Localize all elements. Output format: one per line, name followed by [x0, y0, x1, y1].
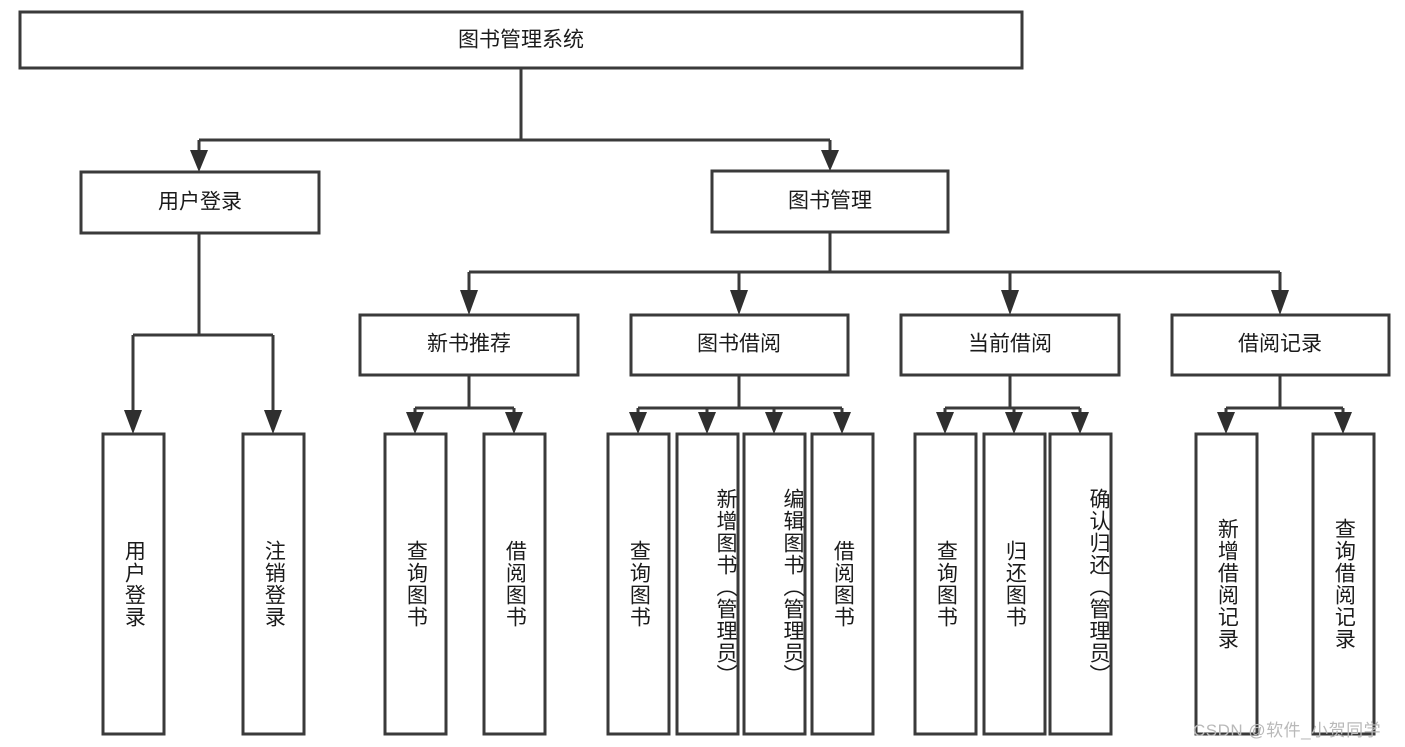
connector-group-borrow-record — [1217, 375, 1352, 434]
arrowhead-leaf-logout — [264, 410, 282, 434]
leaf-box-query-book-nbr[interactable] — [383, 432, 448, 736]
node-new-book-recommend[interactable]: 新书推荐 — [358, 313, 580, 377]
node-label-new-book-recommend: 新书推荐 — [427, 333, 511, 356]
connector-group-current-borrow — [936, 375, 1089, 434]
arrowhead-current-borrow — [1001, 290, 1019, 315]
arrowhead-book-borrow — [730, 290, 748, 315]
arrowhead-br-leaf-2 — [1334, 412, 1352, 434]
node-label-root: 图书管理系统 — [458, 29, 584, 52]
leaf-box-borrow-book-bb[interactable] — [810, 432, 875, 736]
node-box-root[interactable] — [18, 10, 1024, 70]
arrowhead-bb-leaf-3 — [765, 412, 783, 434]
leaf-box-group — [101, 432, 1376, 736]
leaf-box-user-login[interactable] — [101, 432, 166, 736]
node-box-current-borrow[interactable] — [899, 313, 1121, 377]
csdn-watermark: CSDN @软件_小贺同学 — [1193, 721, 1382, 740]
node-borrow-record[interactable]: 借阅记录 — [1170, 313, 1391, 377]
arrowhead-bb-leaf-1 — [629, 412, 647, 434]
arrowhead-cb-leaf-3 — [1071, 412, 1089, 434]
arrowhead-br-leaf-1 — [1217, 412, 1235, 434]
arrowhead-user-login — [190, 150, 208, 172]
leaf-box-query-book-bb[interactable] — [606, 432, 671, 736]
node-label-borrow-record: 借阅记录 — [1238, 333, 1322, 356]
node-box-new-book-recommend[interactable] — [358, 313, 580, 377]
leaf-box-return-book[interactable] — [982, 432, 1047, 736]
leaf-box-add-book-admin[interactable] — [675, 432, 740, 736]
node-current-borrow[interactable]: 当前借阅 — [899, 313, 1121, 377]
leaf-box-confirm-return-admin[interactable] — [1048, 432, 1113, 736]
node-box-book-management[interactable] — [710, 169, 950, 234]
connector-group-book-borrow — [629, 375, 851, 434]
node-book-management[interactable]: 图书管理 — [710, 169, 950, 234]
arrowhead-nbr-leaf-2 — [505, 412, 523, 434]
node-box-book-borrow[interactable] — [629, 313, 850, 377]
node-book-borrow[interactable]: 图书借阅 — [629, 313, 850, 377]
arrowhead-nbr-leaf-1 — [406, 412, 424, 434]
node-root[interactable]: 图书管理系统 — [18, 10, 1024, 70]
node-label-current-borrow: 当前借阅 — [968, 333, 1052, 356]
leaf-box-edit-book-admin[interactable] — [742, 432, 807, 736]
leaf-box-query-book-cb[interactable] — [913, 432, 978, 736]
leaf-box-borrow-book-nbr[interactable] — [482, 432, 547, 736]
node-label-book-management: 图书管理 — [788, 190, 872, 213]
arrowhead-cb-leaf-1 — [936, 412, 954, 434]
connector-group-new-book-rec — [406, 375, 523, 434]
connector-group-book-mgmt — [460, 232, 1289, 315]
arrowhead-borrow-record — [1271, 290, 1289, 315]
node-box-borrow-record[interactable] — [1170, 313, 1391, 377]
arrowhead-bb-leaf-4 — [833, 412, 851, 434]
arrowhead-leaf-user-login — [124, 410, 142, 434]
leaf-box-query-borrow-record[interactable] — [1311, 432, 1376, 736]
arrowhead-new-book-rec — [460, 290, 478, 315]
arrowhead-cb-leaf-2 — [1005, 412, 1023, 434]
connector-group-user-login — [124, 233, 282, 434]
leaf-box-add-borrow-record[interactable] — [1194, 432, 1259, 736]
node-label-book-borrow: 图书借阅 — [697, 333, 781, 356]
node-user-login[interactable]: 用户登录 — [79, 170, 321, 235]
node-box-user-login[interactable] — [79, 170, 321, 235]
node-label-user-login: 用户登录 — [158, 191, 242, 214]
arrowhead-bb-leaf-2 — [698, 412, 716, 434]
leaf-box-logout[interactable] — [241, 432, 306, 736]
connector-group-root — [190, 68, 839, 172]
arrowhead-book-mgmt — [821, 150, 839, 171]
